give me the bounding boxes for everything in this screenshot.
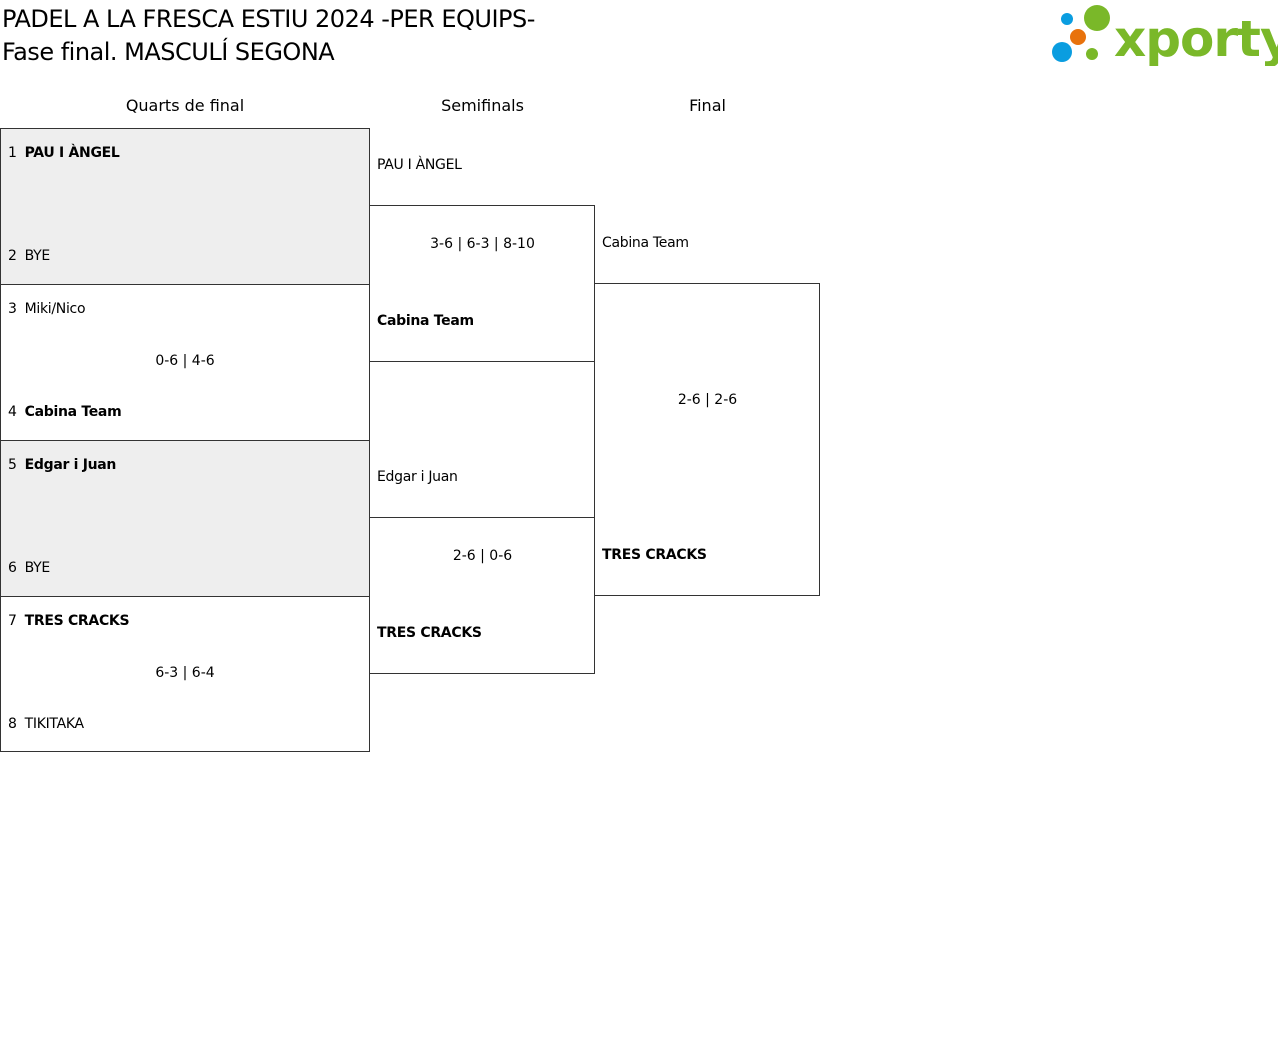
team-entry[interactable]: TRES CRACKS [377, 625, 482, 641]
round-header-final: Final [689, 96, 726, 115]
team-entry[interactable]: Edgar i Juan [377, 469, 458, 485]
match-box-qf4 [0, 596, 370, 752]
match-score: 3-6 | 6-3 | 8-10 [430, 236, 535, 252]
match-score: 6-3 | 6-4 [155, 665, 215, 681]
team-entry[interactable]: TRES CRACKS [602, 547, 707, 563]
team-entry[interactable]: Cabina Team [377, 313, 474, 329]
title-line-1: PADEL A LA FRESCA ESTIU 2024 -PER EQUIPS… [2, 5, 535, 33]
match-box-qf1 [0, 128, 370, 285]
team-entry[interactable]: PAU I ÀNGEL [377, 157, 462, 173]
match-box-final [594, 283, 820, 596]
team-entry[interactable]: Cabina Team [602, 235, 689, 251]
round-header-quarters: Quarts de final [125, 96, 245, 115]
match-box-sf1 [369, 205, 595, 362]
match-score: 2-6 | 0-6 [452, 548, 513, 564]
svg-text:xporty: xporty [1114, 10, 1278, 66]
title-line-2: Fase final. MASCULÍ SEGONA [2, 38, 335, 66]
page-title: PADEL A LA FRESCA ESTIU 2024 -PER EQUIPS… [2, 3, 535, 69]
match-box-sf2 [369, 517, 595, 674]
round-header-semis: Semifinals [441, 96, 524, 115]
match-score: 0-6 | 4-6 [155, 353, 215, 369]
match-score: 2-6 | 2-6 [677, 392, 738, 408]
match-box-qf3 [0, 440, 370, 597]
xporty-logo: xporty [1052, 5, 1278, 66]
